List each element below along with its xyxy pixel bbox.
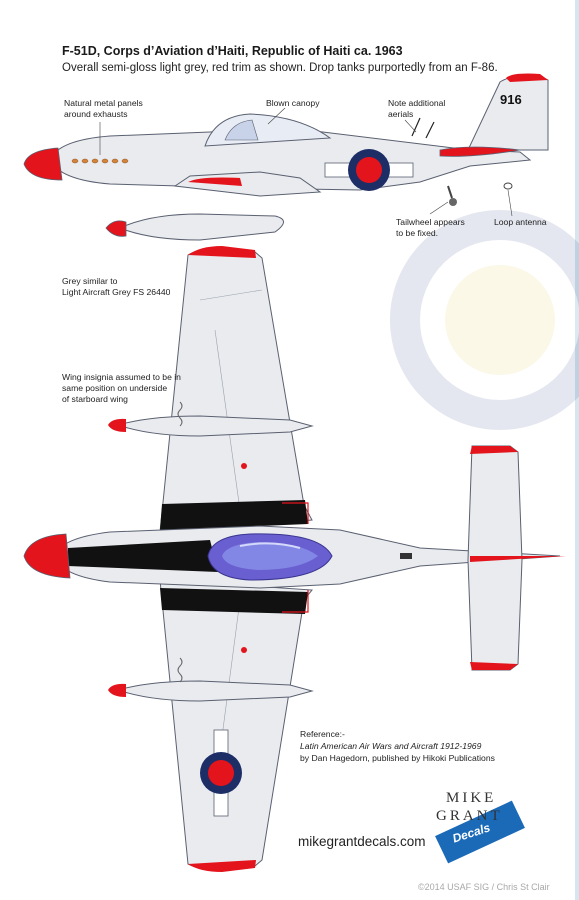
page-title: F-51D, Corps d’Aviation d’Haiti, Republi… <box>62 44 403 58</box>
website-url[interactable]: mikegrantdecals.com <box>298 834 426 849</box>
side-spinner <box>23 147 63 181</box>
side-view <box>23 73 549 241</box>
annotation-grey-line1: Grey similar to <box>62 276 118 286</box>
plan-spinner <box>23 533 71 579</box>
plan-wing-upper <box>159 247 313 533</box>
decals-badge-shape <box>435 800 525 864</box>
annotation-insignia: Wing insignia assumed to be in same posi… <box>62 372 181 405</box>
reference-author: by Dan Hagedorn, published by Hikoki Pub… <box>300 753 495 763</box>
reference-label: Reference:- <box>300 729 345 739</box>
side-drop-tank <box>118 213 284 241</box>
side-roundel <box>324 149 414 191</box>
reference-block: Reference:- Latin American Air Wars and … <box>300 728 495 764</box>
page-subtitle: Overall semi-gloss light grey, red trim … <box>62 62 498 74</box>
reference-book-title: Latin American Air Wars and Aircraft 191… <box>300 741 482 751</box>
plan-roundel <box>200 729 242 817</box>
annotation-metal-panels: Natural metal panels around exhausts <box>64 98 143 120</box>
watermark-roundel <box>390 210 579 430</box>
plan-view <box>23 246 566 872</box>
page-edge-strip <box>575 0 579 900</box>
annotation-aerials-line2: aerials <box>388 109 414 119</box>
annotation-metal-panels-line1: Natural metal panels <box>64 98 143 108</box>
plan-drop-tanks <box>108 401 314 702</box>
plan-wing-lower <box>159 579 313 871</box>
annotation-insignia-line3: of starboard wing <box>62 394 128 404</box>
annotation-grey: Grey similar to Light Aircraft Grey FS 2… <box>62 276 170 298</box>
logo-mike: MIKE <box>446 790 497 806</box>
annotation-aerials: Note additional aerials <box>388 98 445 120</box>
annotation-loop-antenna: Loop antenna <box>494 217 547 227</box>
annotation-insignia-line2: same position on underside <box>62 383 168 393</box>
logo-grant: GRANT <box>436 808 503 824</box>
annotation-aerials-line1: Note additional <box>388 98 446 108</box>
annotation-tailwheel: Tailwheel appears to be fixed. <box>396 217 465 239</box>
annotation-tailwheel-line2: to be fixed. <box>396 228 439 238</box>
annotation-canopy: Blown canopy <box>266 98 320 108</box>
annotation-tailwheel-line1: Tailwheel appears <box>396 217 465 227</box>
copyright-text: ©2014 USAF SIG / Chris St Clair <box>418 882 550 892</box>
annotation-grey-line2: Light Aircraft Grey FS 26440 <box>62 287 171 297</box>
tail-number: 916 <box>500 92 522 107</box>
side-fin <box>467 75 549 151</box>
annotation-metal-panels-line2: around exhausts <box>64 109 128 119</box>
annotation-insignia-line1: Wing insignia assumed to be in <box>62 372 181 382</box>
